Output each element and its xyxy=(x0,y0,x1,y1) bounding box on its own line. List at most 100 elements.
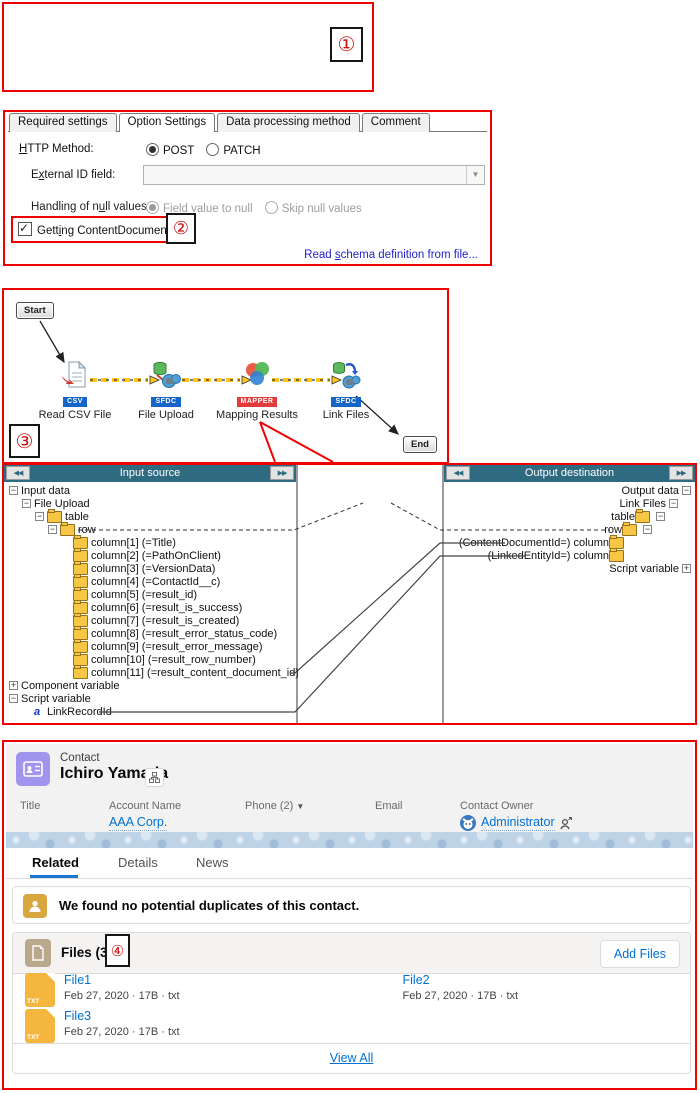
callout-2: ② xyxy=(166,213,196,244)
view-hierarchy-button[interactable] xyxy=(145,768,164,787)
tree-item[interactable]: column[4] (=ContactId__c) xyxy=(4,573,296,588)
tree-item[interactable]: (LinkedEntityId=) column xyxy=(444,547,695,562)
expander-icon[interactable] xyxy=(9,694,18,703)
tree-item[interactable]: Component variable xyxy=(4,679,296,692)
flow-node-link-files[interactable]: SFDC Link Files xyxy=(301,360,391,421)
tree-item[interactable]: column[9] (=result_error_message) xyxy=(4,638,296,653)
field-contact-owner: Contact Owner Administrator xyxy=(460,800,572,831)
file-link[interactable]: File2 xyxy=(402,973,430,987)
tree-item[interactable]: column[8] (=result_error_status_code) xyxy=(4,625,296,640)
file-link[interactable]: File3 xyxy=(64,1009,92,1023)
expander-icon[interactable] xyxy=(682,564,691,573)
tree-item[interactable]: table xyxy=(4,508,296,523)
null-handling-options: Field value to null Skip null values xyxy=(146,201,362,215)
folder-icon xyxy=(635,508,650,523)
tree-item[interactable]: LinkRecordId xyxy=(4,705,296,718)
start-node[interactable]: Start xyxy=(16,302,54,319)
add-files-button[interactable]: Add Files xyxy=(599,940,680,968)
input-source-panel: ◀◀ Input source ▶▶ Input data File Uploa… xyxy=(4,465,299,723)
view-all-row: View All xyxy=(13,1043,690,1073)
expand-right-button[interactable]: ▶▶ xyxy=(270,466,294,480)
tab-comment[interactable]: Comment xyxy=(361,113,430,132)
tree-item[interactable]: (ContentDocumentId=) column xyxy=(444,534,695,549)
expander-icon[interactable] xyxy=(35,512,44,521)
expander-icon[interactable] xyxy=(682,486,691,495)
tree-item[interactable]: column[3] (=VersionData) xyxy=(4,560,296,575)
tab-details[interactable]: Details xyxy=(118,855,158,870)
expand-right-button[interactable]: ▶▶ xyxy=(669,466,693,480)
folder-icon xyxy=(609,534,624,549)
folder-icon xyxy=(47,508,62,523)
skip-null-values-radio[interactable] xyxy=(264,201,278,214)
file-item[interactable]: File2 Feb 27, 2020 · 17B · txt xyxy=(352,973,691,1009)
salesforce-contact-page: Contact Ichiro Yamada Title Account Name… xyxy=(2,740,697,1090)
external-id-select[interactable]: ▼ xyxy=(143,165,485,185)
csv-badge: CSV xyxy=(63,397,87,407)
mapping-canvas[interactable]: ⇄ xyxy=(298,465,689,723)
phone-dropdown-icon[interactable]: ▼ xyxy=(296,802,305,811)
tree-item[interactable]: column[5] (=result_id) xyxy=(4,586,296,601)
txt-file-icon xyxy=(25,1009,55,1043)
tab-option-settings[interactable]: Option Settings xyxy=(118,113,216,132)
tab-related[interactable]: Related xyxy=(32,855,79,870)
tab-news[interactable]: News xyxy=(196,855,229,870)
collapse-left-button[interactable]: ◀◀ xyxy=(6,466,30,480)
getting-contentdocumentid-label: Getting ContentDocumentId xyxy=(37,225,180,237)
callout-4: ④ xyxy=(105,934,130,967)
view-all-link[interactable]: View All xyxy=(329,1051,374,1065)
tree-item[interactable]: Input data xyxy=(4,484,296,497)
tree-item[interactable]: column[1] (=Title) xyxy=(4,534,296,549)
record-tabs: Related Details News xyxy=(6,848,693,879)
tree-item[interactable]: Script variable xyxy=(444,562,695,575)
read-schema-definition-link[interactable]: Read schema definition from file... xyxy=(304,249,478,261)
owner-link[interactable]: Administrator xyxy=(481,815,555,831)
contact-name: Ichiro Yamada xyxy=(60,765,169,782)
flow-node-read-csv[interactable]: CSV Read CSV File xyxy=(30,360,120,421)
settings-dialog: Required settings Option Settings Data p… xyxy=(3,110,492,266)
tree-item[interactable]: column[6] (=result_is_success) xyxy=(4,599,296,614)
change-owner-icon[interactable] xyxy=(560,816,572,830)
tree-item[interactable]: column[7] (=result_is_created) xyxy=(4,612,296,627)
tree-item[interactable]: Output data xyxy=(444,484,695,497)
tree-item[interactable]: row xyxy=(4,521,296,536)
field-phone: Phone (2) ▼ xyxy=(245,800,305,812)
tree-item[interactable]: table xyxy=(444,508,695,523)
collapse-left-button[interactable]: ◀◀ xyxy=(446,466,470,480)
expander-icon[interactable] xyxy=(643,525,652,534)
file-link[interactable]: File1 xyxy=(64,973,92,987)
files-list: File1 Feb 27, 2020 · 17B · txt File2 Feb… xyxy=(13,973,690,1045)
null-handling-label: Handling of null values: xyxy=(31,201,150,213)
tree-item[interactable]: column[2] (=PathOnClient) xyxy=(4,547,296,562)
file-item[interactable]: File1 Feb 27, 2020 · 17B · txt xyxy=(13,973,352,1009)
expander-icon[interactable] xyxy=(48,525,57,534)
expander-icon[interactable] xyxy=(656,512,665,521)
expander-icon[interactable] xyxy=(22,499,31,508)
mapper-editor: ◀◀ Input source ▶▶ Input data File Uploa… xyxy=(2,463,697,725)
flow-node-mapping-results[interactable]: MAPPER Mapping Results xyxy=(212,360,302,421)
tree-item[interactable]: column[11] (=result_content_document_id) xyxy=(4,664,299,679)
external-id-label: External ID field: xyxy=(31,169,116,181)
http-method-options: POST PATCH xyxy=(146,143,261,157)
end-node[interactable]: End xyxy=(403,436,437,453)
tree-item[interactable]: Link Files xyxy=(444,497,695,510)
dialog-tabs: Required settings Option Settings Data p… xyxy=(9,113,430,132)
expander-icon[interactable] xyxy=(9,486,18,495)
expander-icon[interactable] xyxy=(9,681,18,690)
flow-node-file-upload[interactable]: SFDC File Upload xyxy=(121,360,211,421)
folder-icon xyxy=(73,547,88,562)
post-radio[interactable] xyxy=(146,143,159,156)
tab-data-processing-method[interactable]: Data processing method xyxy=(217,113,360,132)
expander-icon[interactable] xyxy=(669,499,678,508)
tree-item[interactable]: row xyxy=(444,521,695,536)
file-item[interactable]: File3 Feb 27, 2020 · 17B · txt xyxy=(13,1009,352,1045)
account-link[interactable]: AAA Corp. xyxy=(109,815,168,831)
patch-radio[interactable] xyxy=(206,143,220,156)
tree-item[interactable]: Script variable xyxy=(4,692,296,705)
field-value-to-null-radio[interactable] xyxy=(146,201,159,214)
tree-item[interactable]: File Upload xyxy=(4,497,296,510)
getting-contentdocumentid-checkbox[interactable] xyxy=(18,221,32,236)
folder-icon xyxy=(609,547,624,562)
tree-item[interactable]: column[10] (=result_row_number) xyxy=(4,651,296,666)
node-label: Read CSV File xyxy=(38,409,112,421)
tab-required-settings[interactable]: Required settings xyxy=(9,113,117,132)
